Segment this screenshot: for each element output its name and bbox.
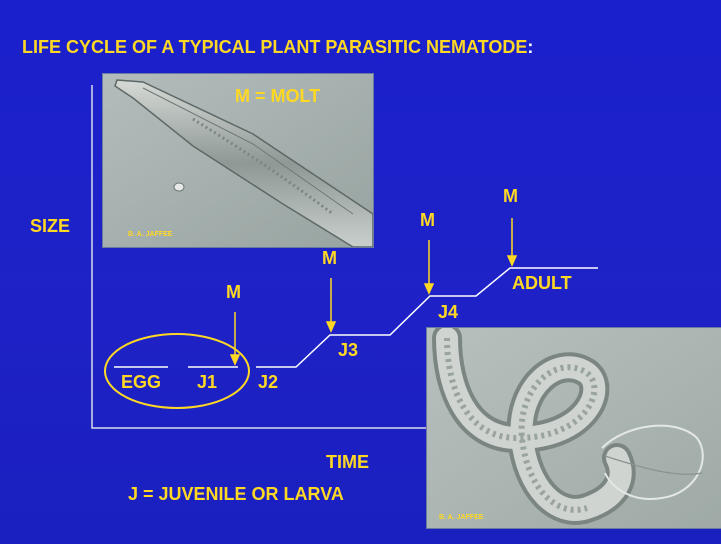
stage-j4: J4 — [438, 302, 458, 323]
stage-j1: J1 — [197, 372, 217, 393]
stage-egg: EGG — [121, 372, 161, 393]
stage-j3: J3 — [338, 340, 358, 361]
molt-mark-4: M — [503, 186, 518, 207]
juvenile-legend: J = JUVENILE OR LARVA — [128, 484, 344, 505]
size-axis-label: SIZE — [30, 216, 70, 237]
time-axis-label: TIME — [326, 452, 369, 473]
egg-enclosure-oval — [105, 334, 249, 408]
stage-j2: J2 — [258, 372, 278, 393]
molt-mark-1: M — [226, 282, 241, 303]
molt-mark-3: M — [420, 210, 435, 231]
nematode-adult-photo: B. A. JAFFEE — [426, 327, 721, 529]
photo-credit: B. A. JAFFEE — [439, 514, 483, 521]
nematode-adult-image — [427, 328, 721, 528]
molt-mark-2: M — [322, 248, 337, 269]
stage-adult: ADULT — [512, 273, 572, 294]
